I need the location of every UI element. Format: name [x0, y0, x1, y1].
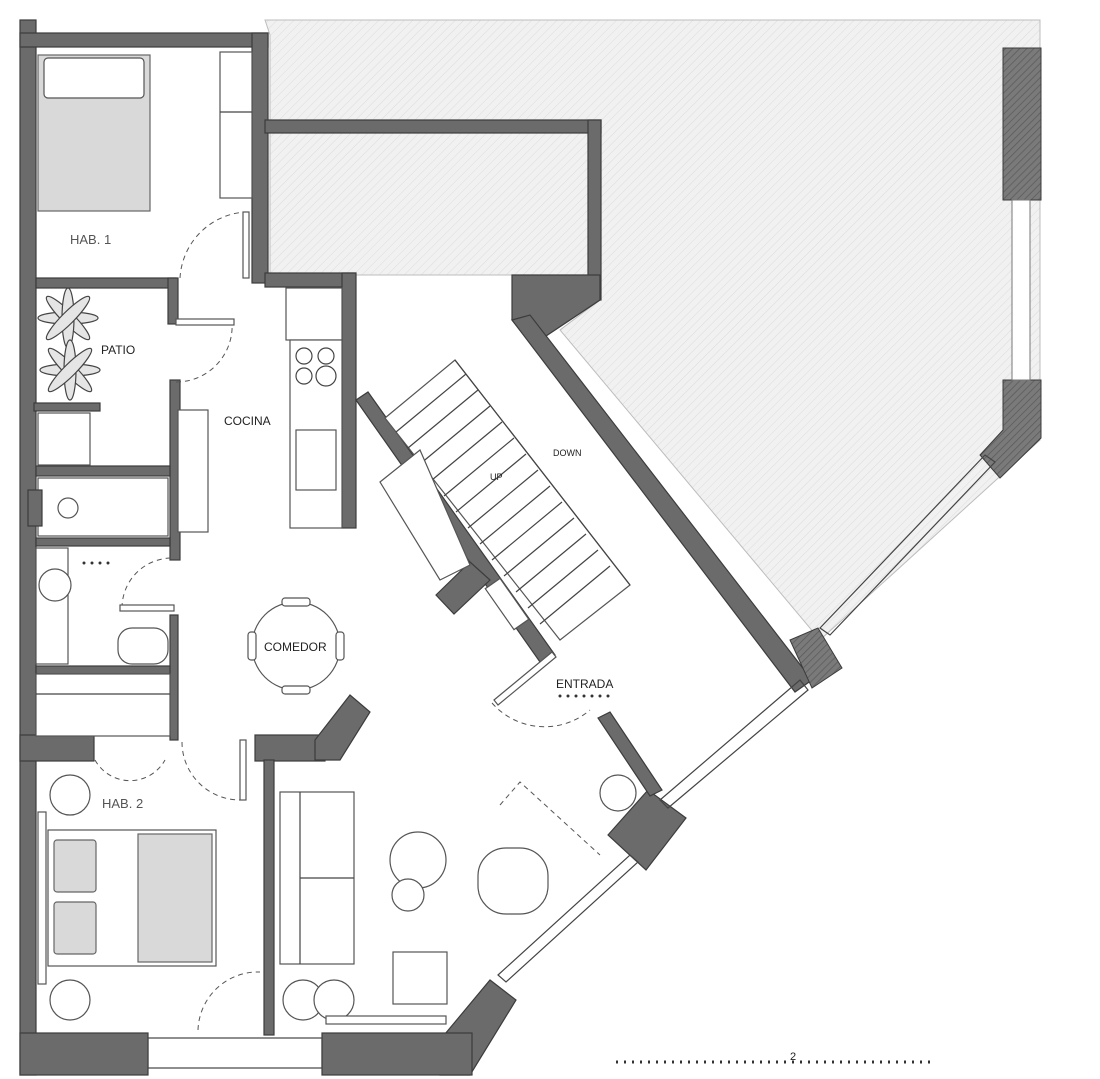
door-leaves: [119, 211, 557, 801]
scale-bar: 2: [616, 1051, 932, 1064]
staircase: [379, 359, 631, 641]
label-hab1: HAB. 1: [70, 232, 111, 247]
stairs-down-label: DOWN: [553, 448, 582, 458]
label-hab2: HAB. 2: [102, 796, 143, 811]
door-arcs: [94, 211, 591, 1031]
label-patio: PATIO: [101, 343, 135, 357]
bed-hab1: [37, 51, 253, 212]
bathroom: [27, 412, 171, 737]
label-cocina: COCINA: [224, 414, 271, 428]
label-entrada: ENTRADA: [556, 677, 613, 691]
label-comedor: COMEDOR: [264, 640, 327, 654]
kitchen-counter: [177, 287, 343, 533]
dotted-marks: [82, 561, 610, 698]
room-labels: HAB. 1 PATIO COCINA COMEDOR ENTRADA HAB.…: [70, 232, 613, 811]
patio-plants: [33, 287, 101, 412]
scale-label: 2: [790, 1051, 796, 1063]
living-furniture: [279, 774, 637, 1025]
exterior-terrace: [264, 19, 1041, 641]
stairs-up-label: UP: [490, 472, 503, 482]
bed-hab2: [37, 774, 217, 1021]
dining-set: [247, 597, 345, 695]
